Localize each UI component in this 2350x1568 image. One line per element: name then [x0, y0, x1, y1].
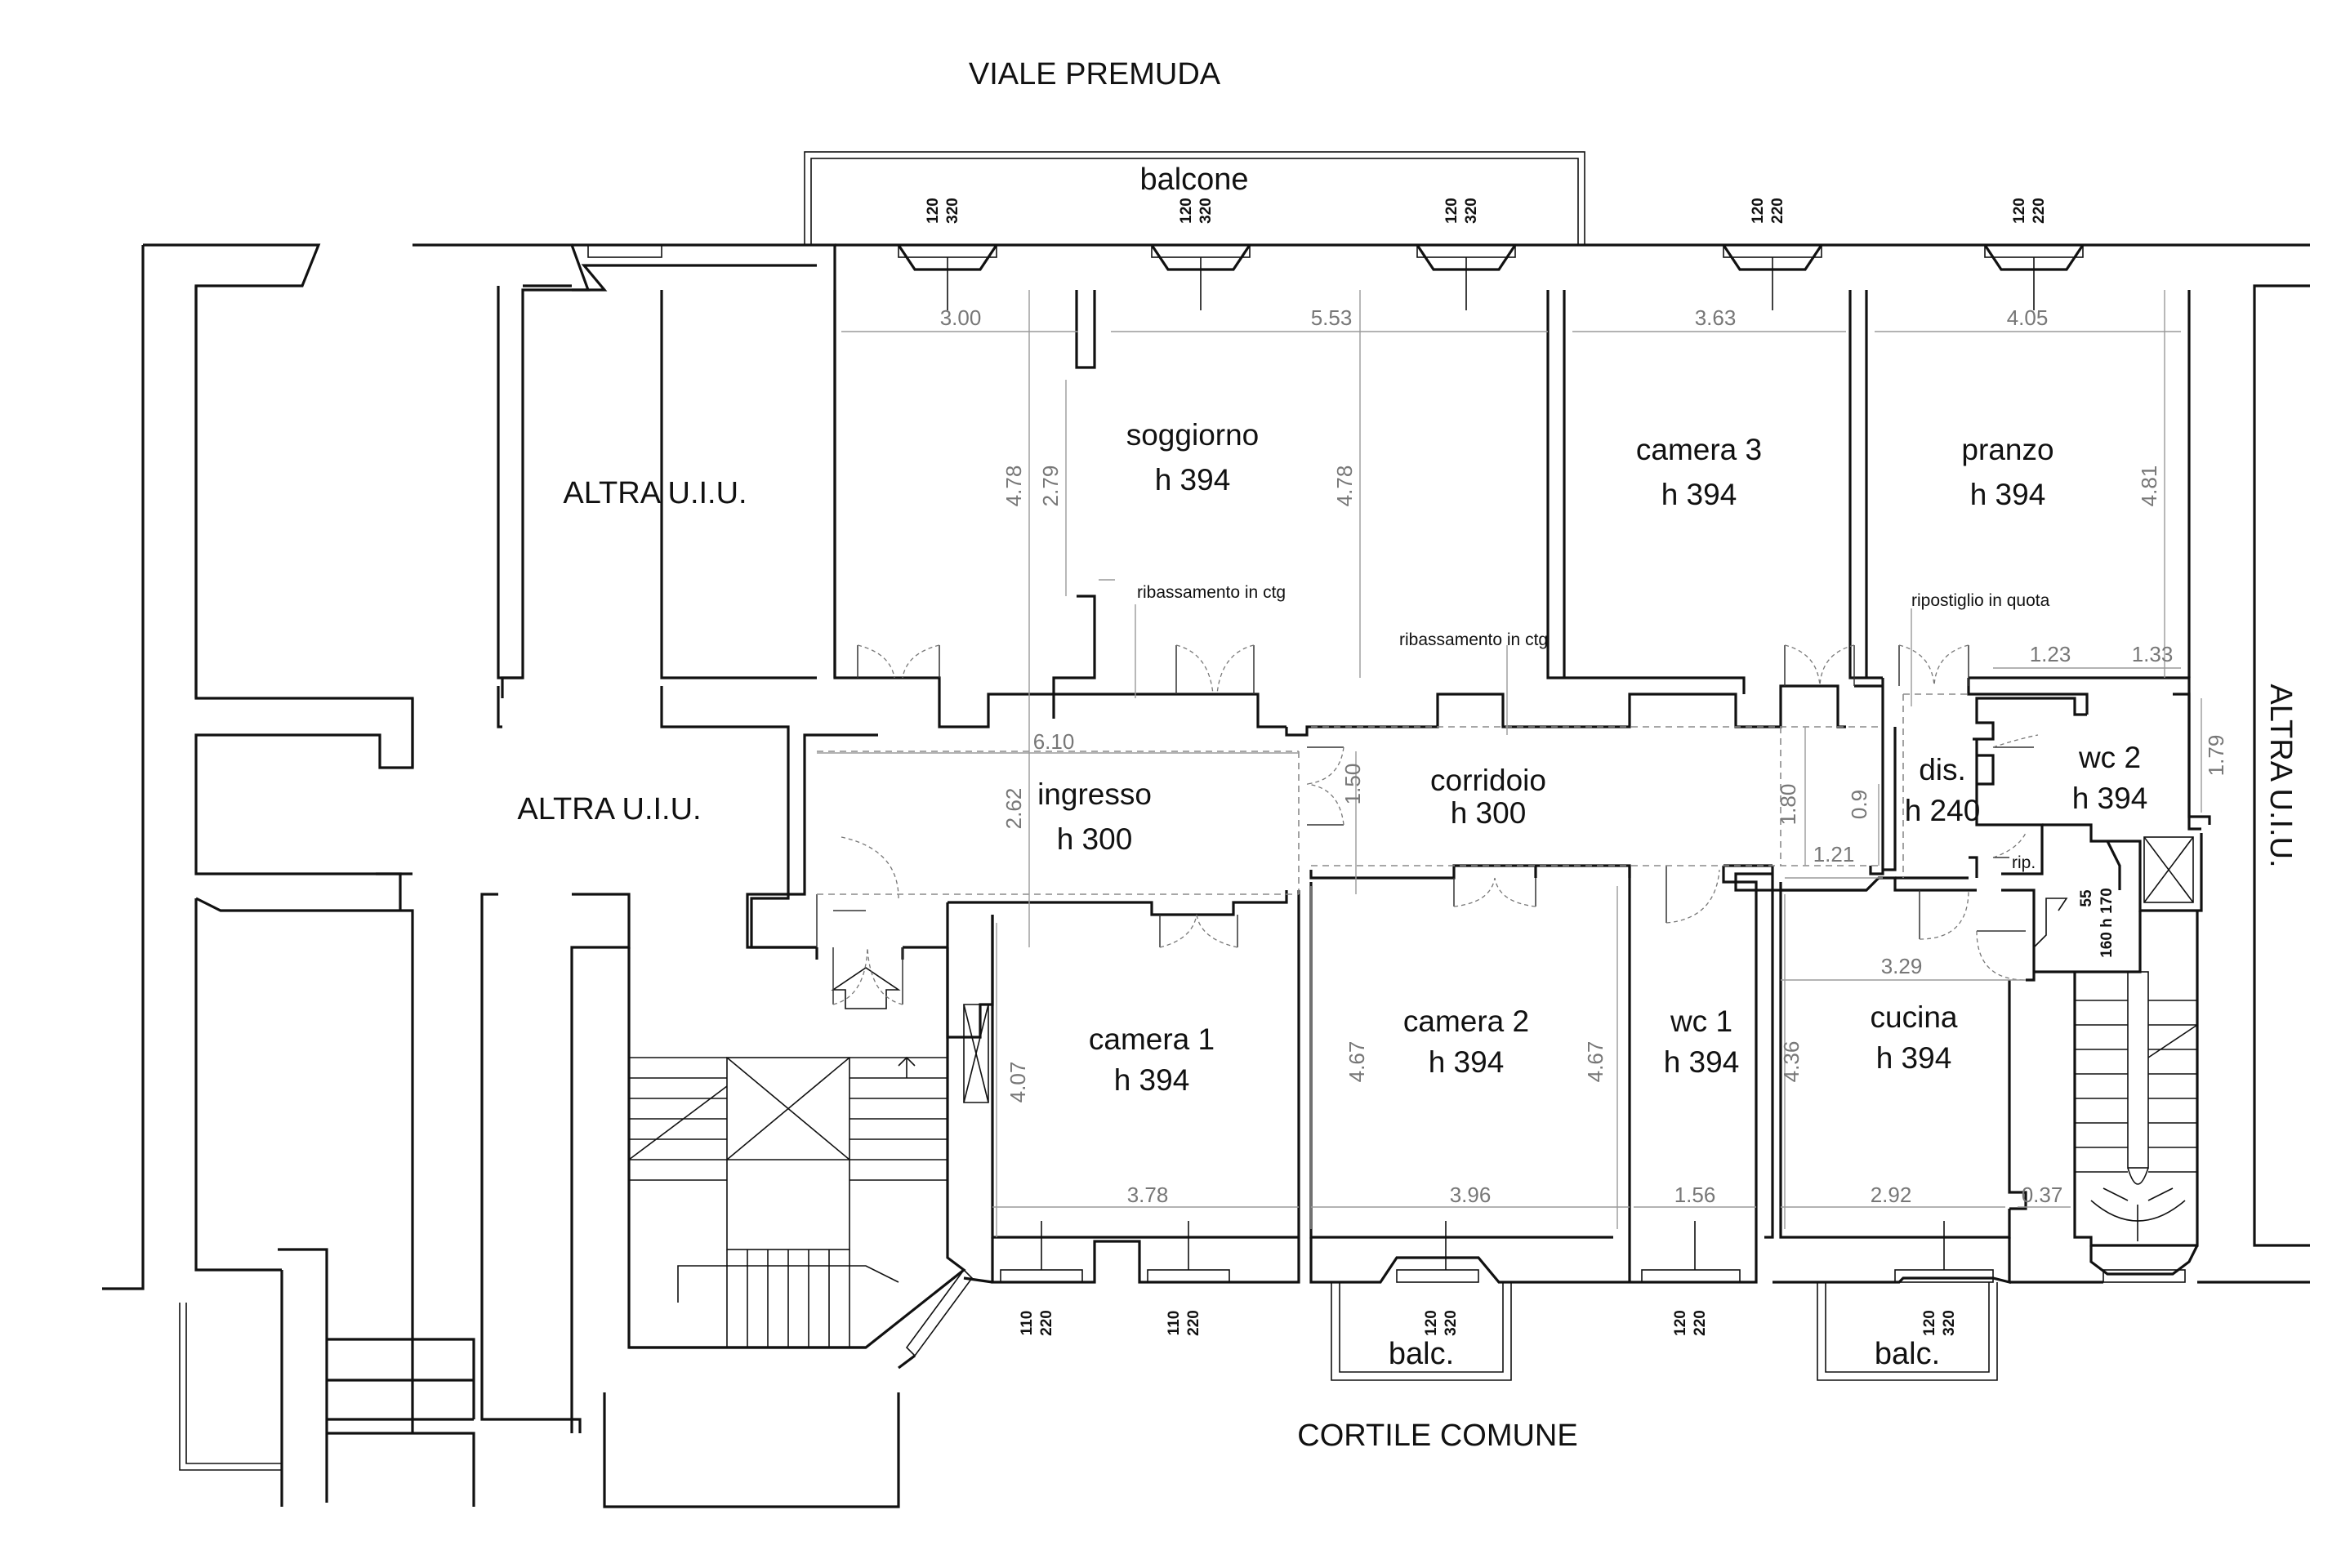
room-height-cucina: h 394 — [1876, 1041, 1952, 1075]
room-name-camera-2: camera 2 — [1403, 1004, 1529, 1038]
dim-soggiorno-h1: 4.78 — [1001, 466, 1026, 507]
dim-camera2-h2: 4.67 — [1583, 1041, 1608, 1083]
dim-corr-h2: 1.80 — [1776, 784, 1800, 826]
dim-ingresso-h: 2.62 — [1001, 788, 1026, 830]
note-ribassamento-1: ribassamento in ctg — [1137, 583, 1286, 602]
doors — [816, 644, 2039, 1005]
room-name-camera-1: camera 1 — [1089, 1022, 1215, 1056]
dim-rip-h2: 160 h 170 — [2098, 888, 2116, 958]
dim-camera3-w: 3.63 — [1695, 305, 1737, 330]
window-top-3-a: 120 — [1443, 198, 1460, 224]
window-bottom-4-b: 220 — [1692, 1310, 1709, 1336]
window-top-2-b: 320 — [1197, 198, 1215, 224]
dim-pranzo-w: 4.05 — [2007, 305, 2049, 330]
window-bottom-3-a: 120 — [1423, 1310, 1440, 1336]
annotations: ribassamento in ctg ribassamento in ctg … — [1137, 583, 2050, 872]
balcony-bottom-left-label: balc. — [1389, 1337, 1454, 1371]
left-staircase — [628, 947, 974, 1357]
window-bottom-2-b: 220 — [1185, 1310, 1202, 1336]
window-bottom-4-a: 120 — [1672, 1310, 1689, 1336]
neighbor-right-label: ALTRA U.I.U. — [2263, 684, 2298, 867]
window-top-2-a: 120 — [1178, 198, 1195, 224]
note-ripostiglio: ripostiglio in quota — [1911, 591, 2050, 610]
window-top-3-b: 320 — [1463, 198, 1480, 224]
neighbor-top-left-label: ALTRA U.I.U. — [563, 476, 747, 510]
window-top-5-a: 120 — [2011, 198, 2028, 224]
dim-wc1-w: 1.56 — [1674, 1183, 1716, 1207]
dim-soggiorno-h2: 2.79 — [1038, 466, 1063, 507]
facade-top — [102, 243, 2310, 1290]
room-height-camera-1: h 394 — [1114, 1063, 1190, 1097]
room-name-soggiorno: soggiorno — [1126, 418, 1260, 452]
window-bottom-2-a: 110 — [1166, 1311, 1183, 1336]
room-height-dis: h 240 — [1905, 794, 1981, 827]
dim-camera1-w: 3.78 — [1127, 1183, 1169, 1207]
dim-pranzo-h: 4.81 — [2137, 466, 2161, 507]
window-top-5-b: 220 — [2031, 198, 2048, 224]
dim-camera1-h: 4.07 — [1006, 1062, 1030, 1103]
room-height-ingresso: h 300 — [1057, 822, 1133, 856]
dim-cucina-w2: 2.92 — [1871, 1183, 1912, 1207]
window-top-4-a: 120 — [1750, 198, 1767, 224]
apartment-walls — [746, 290, 2310, 1370]
dim-soggiorno-w1: 3.00 — [940, 305, 982, 330]
note-ribassamento-2: ribassamento in ctg — [1399, 630, 1548, 649]
dim-camera2-h1: 4.67 — [1344, 1041, 1369, 1083]
dim-cucina-h: 4.36 — [1779, 1041, 1804, 1083]
left-neighbor-walls — [179, 284, 900, 1508]
room-height-corridoio: h 300 — [1451, 796, 1527, 830]
room-name-pranzo: pranzo — [1961, 433, 2053, 466]
window-labels: 120 320 120 320 120 320 120 220 120 220 … — [925, 198, 2048, 1336]
window-bottom-5-b: 320 — [1941, 1310, 1958, 1336]
room-height-pranzo: h 394 — [1970, 478, 2046, 511]
dim-rip-w1: 1.23 — [2030, 642, 2071, 666]
dim-corr-w: 1.21 — [1813, 842, 1855, 866]
note-rip: rip. — [2012, 853, 2036, 872]
right-arrow-icon — [2033, 898, 2068, 948]
window-bottom-1-b: 220 — [1038, 1310, 1055, 1336]
bottom-balconies — [1331, 1282, 1998, 1381]
dimension-lines — [817, 290, 2202, 1237]
room-labels: soggiorno h 394 camera 3 h 394 pranzo h … — [1037, 418, 2147, 1097]
window-bottom-1-a: 110 — [1019, 1311, 1036, 1336]
dim-ingresso-w: 6.10 — [1033, 729, 1075, 754]
room-height-wc-1: h 394 — [1664, 1045, 1740, 1079]
dim-small-w: 0.37 — [2022, 1183, 2063, 1207]
street-top-label: VIALE PREMUDA — [969, 57, 1221, 91]
room-name-ingresso: ingresso — [1037, 777, 1152, 811]
window-top-1-b: 320 — [944, 198, 961, 224]
neighbor-mid-left-label: ALTRA U.I.U. — [517, 792, 701, 826]
room-height-wc-2: h 394 — [2072, 782, 2148, 815]
street-bottom-label: CORTILE COMUNE — [1297, 1419, 1577, 1453]
entrance-arrow-icon — [831, 967, 901, 1009]
dim-cucina-w: 3.29 — [1881, 954, 1923, 978]
balcony-bottom-right-label: balc. — [1875, 1337, 1940, 1371]
dim-rip-w2: 1.33 — [2132, 642, 2174, 666]
dim-corr-h1: 1.50 — [1340, 764, 1365, 805]
window-top-4-b: 220 — [1769, 198, 1786, 224]
dim-rip-h1: 55 — [2078, 889, 2095, 907]
room-height-soggiorno: h 394 — [1155, 463, 1231, 497]
window-openings — [587, 244, 2186, 1283]
dim-corr-h3: 0.9 — [1847, 790, 1871, 819]
room-name-wc-1: wc 1 — [1670, 1004, 1732, 1038]
room-name-corridoio: corridoio — [1430, 764, 1546, 797]
dim-wc2-h: 1.79 — [2204, 735, 2228, 777]
dim-camera2-w: 3.96 — [1450, 1183, 1492, 1207]
room-name-dis: dis. — [1919, 753, 1966, 786]
dashed-ceiling-lines — [817, 693, 1969, 895]
room-name-camera-3: camera 3 — [1636, 433, 1762, 466]
room-height-camera-2: h 394 — [1429, 1045, 1505, 1079]
room-height-camera-3: h 394 — [1661, 478, 1737, 511]
window-bottom-3-b: 320 — [1443, 1310, 1460, 1336]
balcony-top-label: balcone — [1139, 163, 1248, 197]
window-top-1-a: 120 — [925, 198, 942, 224]
window-bottom-5-a: 120 — [1921, 1310, 1938, 1336]
room-name-wc-2: wc 2 — [2078, 741, 2141, 774]
dimension-labels: 3.00 5.53 3.63 4.05 4.78 2.79 4.78 4.81 … — [940, 305, 2228, 1207]
dim-soggiorno-w2: 5.53 — [1311, 305, 1353, 330]
dim-soggiorno-h3: 4.78 — [1332, 466, 1357, 507]
room-name-cucina: cucina — [1871, 1000, 1958, 1034]
